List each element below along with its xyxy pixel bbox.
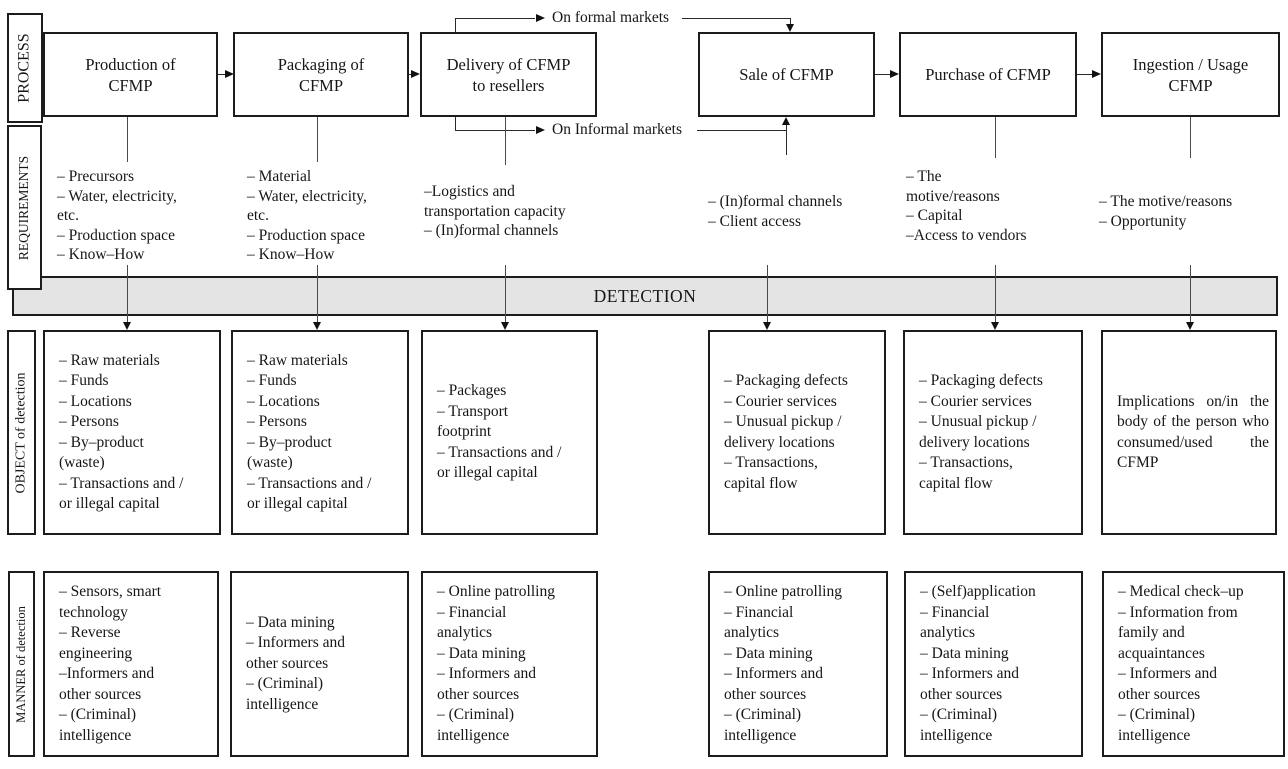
- object-box-packaging: – Raw materials – Funds – Locations – Pe…: [231, 330, 409, 535]
- formal-path-line-right: [682, 18, 790, 19]
- process-box-delivery: Delivery of CFMP to resellers: [420, 32, 597, 117]
- formal-markets-label: On formal markets: [549, 9, 673, 27]
- process-box-packaging: Packaging of CFMP: [233, 32, 409, 117]
- down-arrow-head: [991, 322, 999, 330]
- arrow-packaging-to-delivery-head: [411, 70, 420, 78]
- requirements-packaging: – Material – Water, electricity, etc. – …: [247, 168, 367, 263]
- down-arrow-head: [763, 322, 771, 330]
- process-box-purchase: Purchase of CFMP: [899, 32, 1077, 117]
- row-label-manner-of-detection: MANNER of detection: [8, 571, 35, 757]
- down-arrow-head: [1186, 322, 1194, 330]
- object-box-sale: – Packaging defects – Courier services –…: [708, 330, 886, 535]
- informal-markets-label: On Informal markets: [549, 121, 685, 139]
- process-box-ingestion: Ingestion / Usage CFMP: [1101, 32, 1280, 117]
- column-connector: [995, 265, 996, 322]
- object-box-ingestion: Implications on/in the body of the perso…: [1101, 330, 1277, 535]
- down-arrow-head: [501, 322, 509, 330]
- column-connector: [127, 265, 128, 322]
- object-box-production: – Raw materials – Funds – Locations – Pe…: [43, 330, 221, 535]
- object-box-delivery: – Packages – Transport footprint – Trans…: [421, 330, 598, 535]
- column-connector: [317, 117, 318, 162]
- informal-path-dropper: [455, 117, 456, 130]
- row-label-requirements: REQUIREMENTS: [7, 125, 42, 290]
- manner-box-production: – Sensors, smart technology – Reverse en…: [43, 571, 219, 757]
- row-label-process-text: PROCESS: [16, 33, 33, 103]
- column-connector: [317, 265, 318, 322]
- arrow-sale-to-purchase-head: [890, 70, 899, 78]
- column-connector: [1190, 117, 1191, 158]
- manner-box-ingestion: – Medical check–up – Information from fa…: [1102, 571, 1285, 757]
- requirements-purchase: – The motive/reasons – Capital –Access t…: [906, 168, 1027, 244]
- column-connector: [767, 265, 768, 322]
- arrow-purchase-to-ingestion-line: [1077, 74, 1093, 75]
- column-connector: [995, 117, 996, 158]
- object-box-purchase: – Packaging defects – Courier services –…: [903, 330, 1083, 535]
- formal-path-down-arrow-head: [786, 24, 794, 32]
- row-label-requirements-text: REQUIREMENTS: [16, 155, 32, 260]
- column-connector: [1190, 265, 1191, 322]
- arrow-production-to-packaging-head: [225, 70, 234, 78]
- down-arrow-head: [123, 322, 131, 330]
- down-arrow-head: [313, 322, 321, 330]
- informal-path-up-arrow-head: [782, 117, 790, 125]
- requirements-ingestion: – The motive/reasons – Opportunity: [1099, 193, 1233, 230]
- arrow-sale-to-purchase-line: [875, 74, 891, 75]
- column-connector: [505, 265, 506, 322]
- arrow-purchase-to-ingestion-head: [1092, 70, 1101, 78]
- informal-path-line-left: [455, 130, 535, 131]
- informal-path-arrow-head: [536, 126, 545, 134]
- manner-box-packaging: – Data mining – Informers and other sour…: [230, 571, 409, 757]
- column-connector: [505, 117, 506, 165]
- arrow-production-to-packaging-line: [218, 74, 227, 75]
- column-connector: [127, 117, 128, 162]
- manner-box-purchase: – (Self)application – Financial analytic…: [904, 571, 1083, 757]
- informal-path-line-right: [697, 130, 786, 131]
- row-label-manner-text: MANNER of detection: [14, 605, 28, 723]
- manner-box-sale: – Online patrolling – Financial analytic…: [708, 571, 888, 757]
- requirements-delivery: –Logistics and transportation capacity –…: [424, 183, 566, 239]
- row-label-object-text: OBJECT of detection: [13, 371, 29, 494]
- detection-band-label: DETECTION: [593, 285, 697, 306]
- requirements-sale: – (In)formal channels – Client access: [708, 193, 843, 230]
- manner-box-delivery: – Online patrolling – Financial analytic…: [421, 571, 598, 757]
- formal-path-arrow-head: [536, 14, 545, 22]
- row-label-process: PROCESS: [7, 13, 43, 123]
- row-label-object-of-detection: OBJECT of detection: [7, 330, 36, 535]
- process-box-production: Production of CFMP: [43, 32, 218, 117]
- informal-path-riser: [786, 125, 787, 155]
- formal-path-line-left: [455, 18, 535, 19]
- formal-path-riser: [455, 18, 456, 32]
- process-box-sale: Sale of CFMP: [698, 32, 875, 117]
- formal-path-dropper: [790, 18, 791, 26]
- detection-band: DETECTION: [12, 276, 1278, 316]
- requirements-production: – Precursors – Water, electricity, etc. …: [57, 168, 177, 263]
